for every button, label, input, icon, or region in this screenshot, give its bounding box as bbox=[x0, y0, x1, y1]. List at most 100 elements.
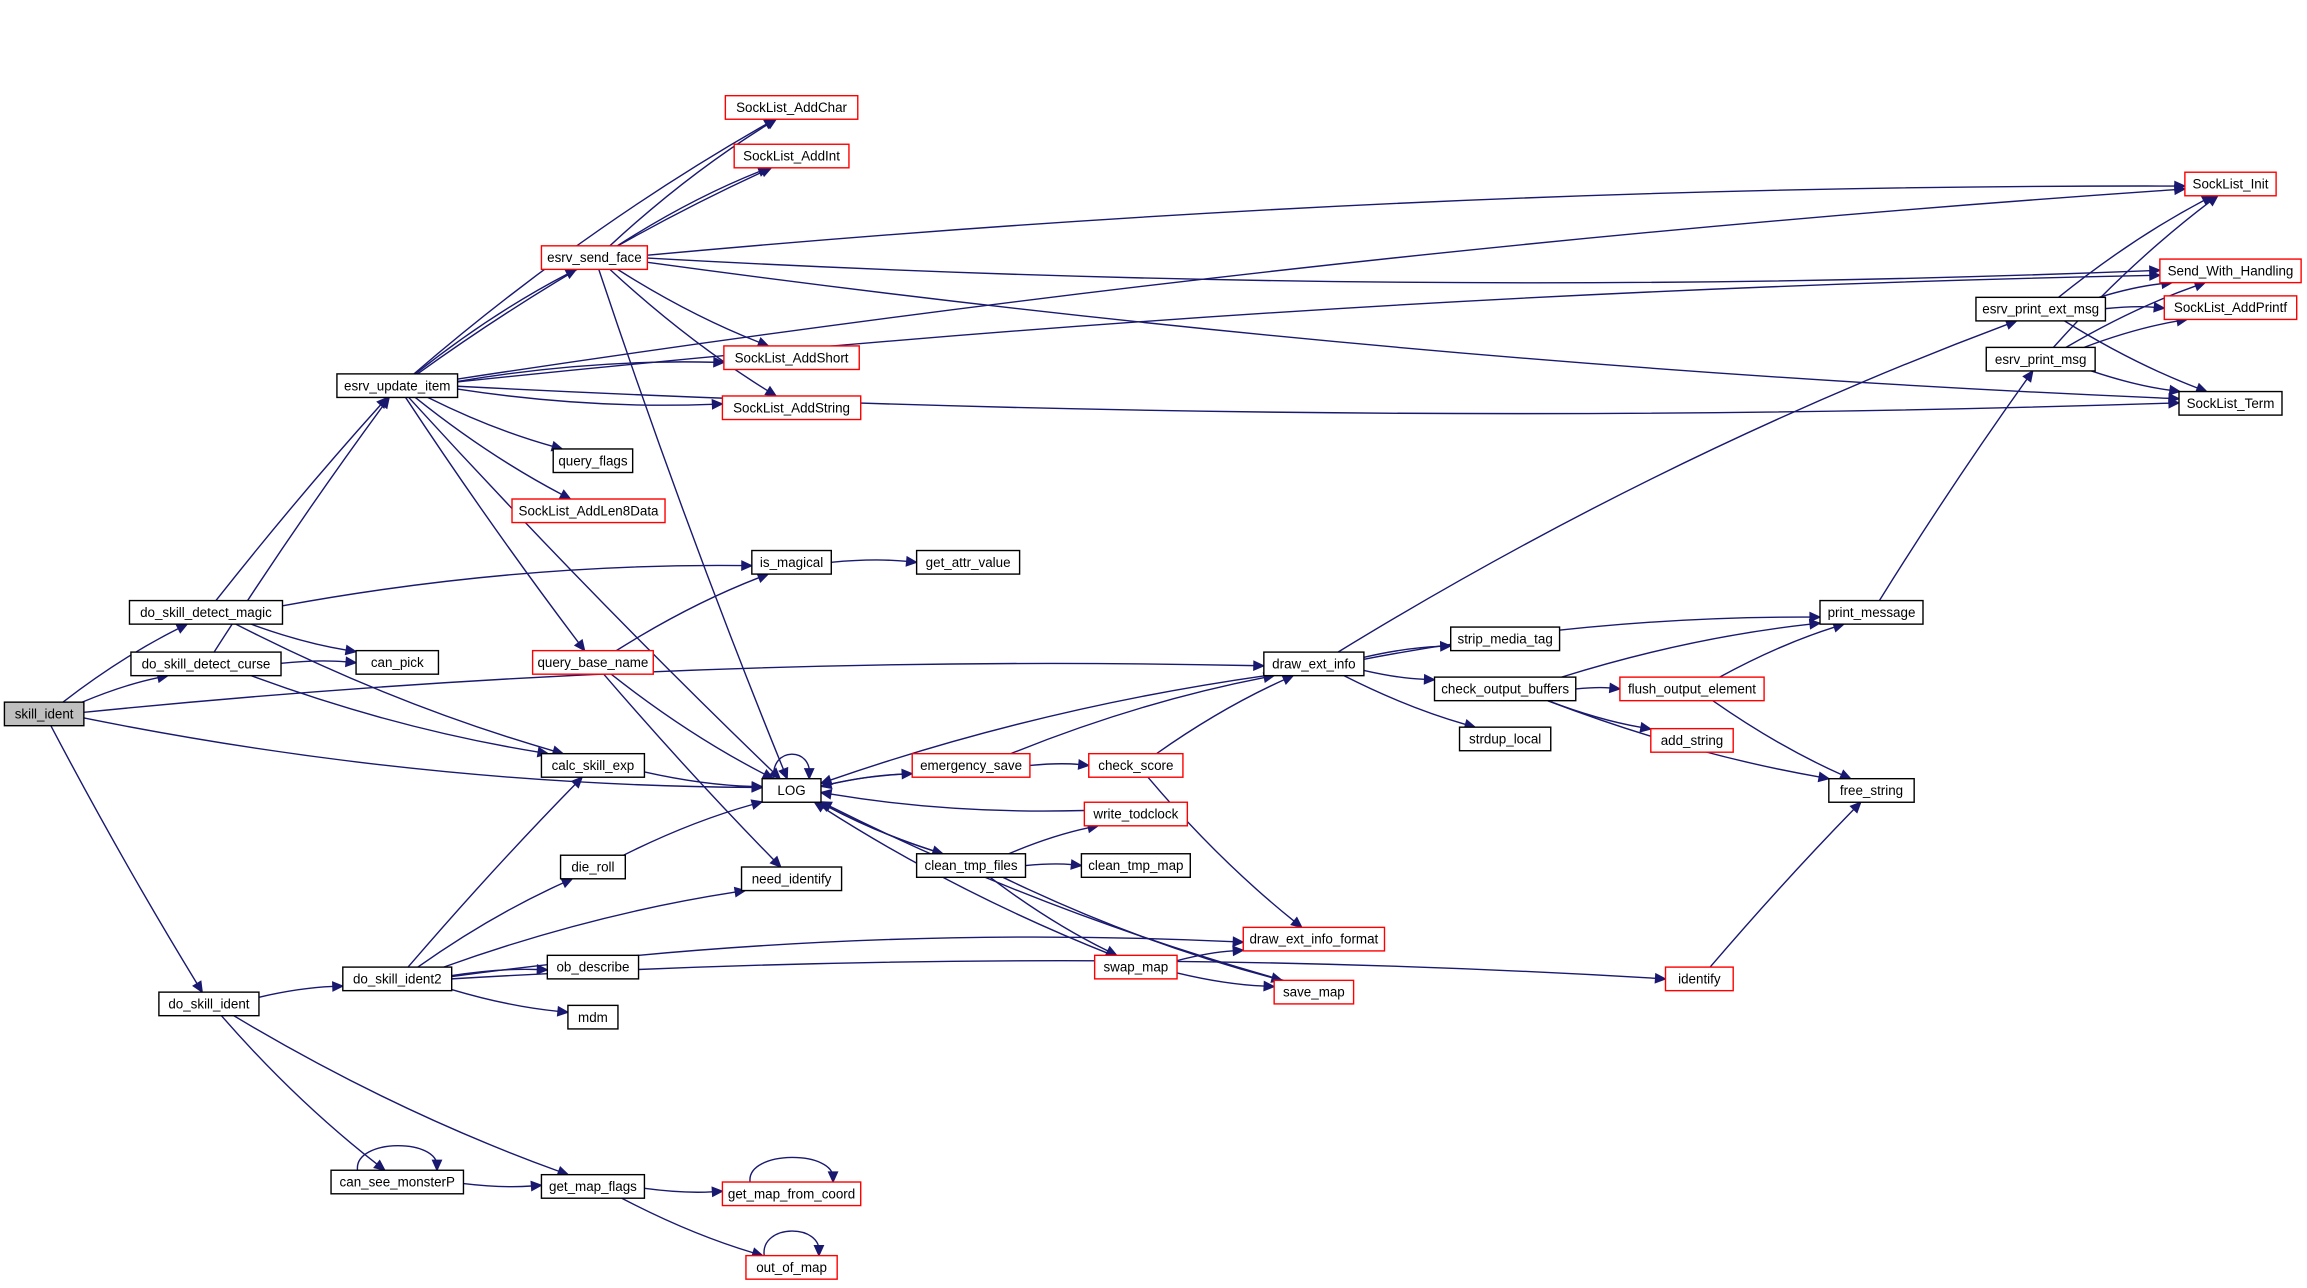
arrowhead-icon bbox=[1290, 916, 1303, 929]
node-add_string[interactable]: add_string bbox=[1650, 727, 1734, 753]
node-label: SockList_AddPrintf bbox=[2174, 300, 2287, 315]
node-SockList_AddChar[interactable]: SockList_AddChar bbox=[724, 94, 859, 120]
node-LOG[interactable]: LOG bbox=[761, 777, 822, 803]
node-label: SockList_AddString bbox=[733, 400, 850, 415]
node-query_flags[interactable]: query_flags bbox=[552, 448, 634, 474]
edge-line bbox=[250, 623, 347, 651]
node-SockList_AddPrintf[interactable]: SockList_AddPrintf bbox=[2163, 295, 2298, 321]
node-do_skill_detect_magic[interactable]: do_skill_detect_magic bbox=[128, 599, 284, 625]
arrowhead-icon bbox=[2174, 180, 2187, 192]
node-label: can_see_monsterP bbox=[340, 1175, 455, 1190]
node-get_map_from_coord[interactable]: get_map_from_coord bbox=[721, 1181, 862, 1207]
node-save_map[interactable]: save_map bbox=[1273, 979, 1355, 1005]
node-ob_describe[interactable]: ob_describe bbox=[546, 954, 640, 980]
node-do_skill_detect_curse[interactable]: do_skill_detect_curse bbox=[130, 651, 282, 677]
node-SockList_AddShort[interactable]: SockList_AddShort bbox=[723, 345, 860, 371]
edge-esrv_update_item-to-query_flags bbox=[427, 396, 564, 452]
node-label: draw_ext_info bbox=[1272, 656, 1355, 671]
node-box bbox=[915, 549, 1021, 575]
edge-esrv_send_face-to-SockList_Term bbox=[647, 261, 2181, 404]
node-calc_skill_exp[interactable]: calc_skill_exp bbox=[540, 752, 646, 778]
edge-line bbox=[50, 725, 198, 984]
node-need_identify[interactable]: need_identify bbox=[740, 866, 843, 892]
node-label: add_string bbox=[1661, 733, 1724, 748]
edge-line bbox=[1575, 686, 1611, 690]
node-clean_tmp_files[interactable]: clean_tmp_files bbox=[915, 853, 1027, 879]
node-draw_ext_info[interactable]: draw_ext_info bbox=[1263, 651, 1365, 677]
arrowhead-icon bbox=[1232, 936, 1245, 948]
edge-do_skill_ident2-to-calc_skill_exp bbox=[407, 776, 584, 968]
node-flush_output_element[interactable]: flush_output_element bbox=[1619, 676, 1765, 702]
edge-draw_ext_info-to-LOG bbox=[819, 674, 1266, 785]
node-check_output_buffers[interactable]: check_output_buffers bbox=[1433, 676, 1577, 702]
node-SockList_AddInt[interactable]: SockList_AddInt bbox=[733, 143, 850, 169]
node-write_todclock[interactable]: write_todclock bbox=[1083, 801, 1189, 827]
edge-can_see_monsterP-to-get_map_flags bbox=[463, 1180, 543, 1192]
edge-line bbox=[1343, 675, 1466, 726]
edge-line bbox=[427, 396, 553, 447]
node-strip_media_tag[interactable]: strip_media_tag bbox=[1450, 626, 1561, 652]
node-label: ob_describe bbox=[556, 960, 629, 975]
node-do_skill_ident[interactable]: do_skill_ident bbox=[158, 991, 260, 1017]
arrowhead-icon bbox=[711, 398, 724, 410]
edge-esrv_update_item-to-SockList_AddShort bbox=[457, 356, 726, 383]
edge-esrv_send_face-to-LOG bbox=[598, 269, 789, 781]
node-box bbox=[342, 966, 453, 992]
node-SockList_AddString[interactable]: SockList_AddString bbox=[721, 395, 862, 421]
edge-LOG-to-LOG bbox=[773, 753, 815, 781]
arrowhead-icon bbox=[1809, 611, 1822, 623]
node-can_pick[interactable]: can_pick bbox=[355, 649, 440, 675]
node-free_string[interactable]: free_string bbox=[1828, 777, 1915, 803]
node-clean_tmp_map[interactable]: clean_tmp_map bbox=[1080, 853, 1191, 879]
arrowhead-icon bbox=[560, 878, 574, 889]
node-can_see_monsterP[interactable]: can_see_monsterP bbox=[330, 1169, 465, 1195]
node-Send_With_Handling[interactable]: Send_With_Handling bbox=[2159, 258, 2302, 284]
node-SockList_Term[interactable]: SockList_Term bbox=[2178, 390, 2283, 416]
node-skill_ident[interactable]: skill_ident bbox=[3, 701, 85, 727]
edge-clean_tmp_files-to-clean_tmp_map bbox=[1025, 859, 1083, 870]
node-is_magical[interactable]: is_magical bbox=[751, 549, 832, 575]
node-box bbox=[733, 143, 850, 169]
node-swap_map[interactable]: swap_map bbox=[1093, 954, 1178, 980]
node-label: swap_map bbox=[1103, 960, 1168, 975]
node-esrv_send_face[interactable]: esrv_send_face bbox=[540, 245, 649, 271]
arrowhead-icon bbox=[819, 801, 833, 812]
node-get_attr_value[interactable]: get_attr_value bbox=[915, 549, 1021, 575]
node-box bbox=[1450, 626, 1561, 652]
node-draw_ext_info_format[interactable]: draw_ext_info_format bbox=[1242, 926, 1386, 952]
node-mdm[interactable]: mdm bbox=[567, 1004, 619, 1030]
arrowhead-icon bbox=[1232, 945, 1245, 957]
edge-line bbox=[451, 988, 559, 1012]
edge-esrv_print_msg-to-SockList_Term bbox=[2091, 370, 2182, 396]
node-box bbox=[552, 448, 634, 474]
edge-line bbox=[250, 674, 539, 753]
arrowhead-icon bbox=[1639, 721, 1653, 733]
node-out_of_map[interactable]: out_of_map bbox=[745, 1254, 838, 1280]
node-identify[interactable]: identify bbox=[1664, 966, 1734, 992]
node-box bbox=[1083, 801, 1189, 827]
node-SockList_Init[interactable]: SockList_Init bbox=[2184, 171, 2277, 197]
edge-line bbox=[749, 1156, 834, 1183]
edge-line bbox=[443, 891, 736, 968]
node-get_map_flags[interactable]: get_map_flags bbox=[540, 1173, 646, 1199]
edge-line bbox=[1156, 679, 1285, 755]
node-esrv_update_item[interactable]: esrv_update_item bbox=[336, 373, 459, 399]
edge-do_skill_detect_magic-to-calc_skill_exp bbox=[235, 623, 565, 756]
edge-check_output_buffers-to-add_string bbox=[1547, 700, 1653, 733]
node-die_roll[interactable]: die_roll bbox=[559, 854, 627, 880]
node-SockList_AddLen8Data[interactable]: SockList_AddLen8Data bbox=[511, 498, 666, 524]
node-box bbox=[1080, 853, 1191, 879]
node-print_message[interactable]: print_message bbox=[1819, 599, 1924, 625]
node-box bbox=[336, 373, 459, 399]
node-check_score[interactable]: check_score bbox=[1088, 752, 1184, 778]
edge-die_roll-to-LOG bbox=[623, 799, 764, 856]
node-query_base_name[interactable]: query_base_name bbox=[531, 649, 654, 675]
edge-esrv_update_item-to-SockList_AddString bbox=[457, 388, 724, 410]
node-emergency_save[interactable]: emergency_save bbox=[911, 752, 1031, 778]
node-esrv_print_ext_msg[interactable]: esrv_print_ext_msg bbox=[1975, 296, 2107, 322]
node-do_skill_ident2[interactable]: do_skill_ident2 bbox=[342, 966, 453, 992]
node-strdup_local[interactable]: strdup_local bbox=[1458, 726, 1552, 752]
arrowhead-icon bbox=[192, 980, 203, 994]
node-esrv_print_msg[interactable]: esrv_print_msg bbox=[1985, 346, 2096, 372]
edge-line bbox=[647, 257, 2150, 284]
